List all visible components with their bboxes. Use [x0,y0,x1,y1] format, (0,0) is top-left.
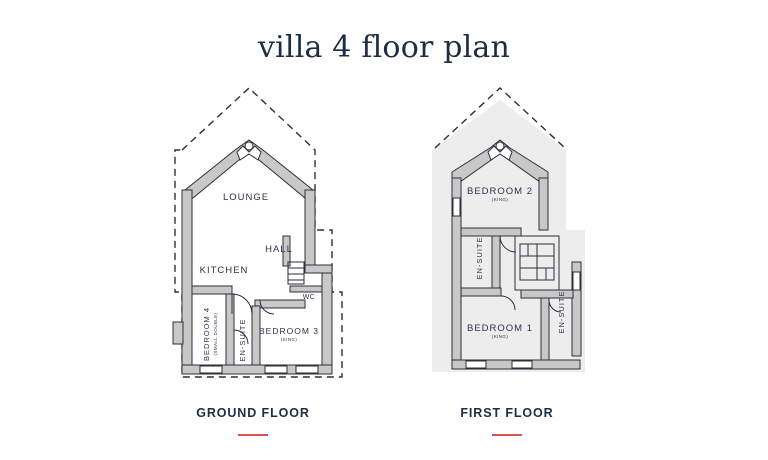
ground-right-wall-upper [304,189,316,271]
ground-door-swings [231,293,275,345]
first-ensuite-left-wall [491,235,501,289]
room-kitchen: KITCHEN [200,265,249,276]
ground-right-step [304,264,333,274]
first-door-swings [499,235,562,313]
page-title: villa 4 floor plan [257,30,511,65]
ground-partition-horizontal-2 [254,299,306,309]
ground-left-stub [172,321,184,345]
room-ground-ensuite: EN-SUITE [238,318,247,361]
room-bedroom-1-size: (KING) [492,334,509,339]
first-roof-outline [434,87,566,149]
room-bedroom-4: BEDROOM 4 [202,307,211,361]
first-right-wall-lower [571,261,582,357]
first-right-wall-upper [538,177,549,231]
room-bedroom-2: BEDROOM 2 [467,186,533,197]
ground-floor-label: GROUND FLOOR [196,406,310,420]
ground-floor-plan: LOUNGE HALL KITCHEN WC BEDROOM 4 (SMALL … [172,87,343,378]
ground-ensuite-wall-right [251,305,261,366]
ground-ensuite-wall-left [225,293,235,366]
room-bedroom-1: BEDROOM 1 [467,323,533,334]
ground-wc-wall [289,285,323,293]
first-windows [452,197,581,369]
first-floor-underline [492,434,522,436]
room-hall: HALL [265,244,293,255]
ground-windows [199,365,319,374]
ground-floor-underline [238,434,268,436]
room-bedroom-4-size: (SMALL DOUBLE) [213,312,218,355]
room-bedroom-3: BEDROOM 3 [259,326,319,336]
room-bedroom-3-size: (KING) [281,337,298,342]
first-stairs-icon [519,243,555,281]
room-first-ensuite-right: EN-SUITE [557,290,566,333]
first-floor-label: FIRST FLOOR [460,406,554,420]
ground-right-wall-lower [321,264,333,374]
ground-stairs-icon [287,261,305,285]
room-bedroom-2-size: (KING) [492,197,509,202]
first-bay-window-icon [487,141,513,161]
first-floor-plan: BEDROOM 2 (KING) EN-SUITE EN-SUITE BEDRO… [432,87,585,372]
first-stair-core [514,235,560,291]
ground-bay-window-icon [236,141,262,161]
room-lounge: LOUNGE [223,192,269,203]
first-partition-top [460,227,522,237]
ground-partition-horizontal [191,285,233,295]
room-first-ensuite-left: EN-SUITE [475,236,484,279]
first-ensuite-right-wall [540,297,550,361]
ground-hall-wall [282,235,291,267]
first-partition-middle [460,287,502,297]
ground-left-wall [181,189,193,374]
ground-roof-outline [174,87,343,378]
room-wc: WC [303,294,315,301]
